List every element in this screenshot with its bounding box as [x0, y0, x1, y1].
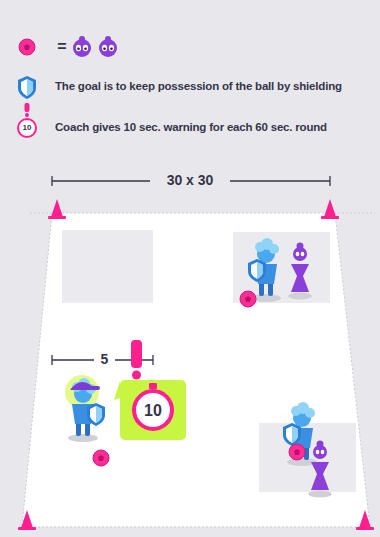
legend-text: Coach gives 10 sec. warning for each 60 … [55, 121, 373, 134]
ball [240, 291, 256, 307]
shield-icon [18, 76, 36, 99]
dimension-label: 5 [101, 352, 109, 367]
field-line [22, 527, 370, 528]
timer-number: 10 [23, 124, 32, 133]
shield-icon [248, 259, 266, 282]
stopwatch-callout [114, 340, 186, 440]
purple-player [288, 243, 312, 300]
cone [48, 199, 66, 219]
equals-sign: = [57, 38, 66, 56]
grid-square [62, 230, 153, 303]
field-line [22, 213, 52, 527]
timer-number: 10 [144, 402, 162, 420]
purple-player [308, 441, 332, 498]
ball [93, 450, 109, 466]
field [22, 213, 370, 527]
stopwatch-icon [18, 103, 36, 137]
legend-text: The goal is to keep possession of the ba… [55, 80, 373, 93]
cone [18, 510, 36, 530]
dimension-label: 30 x 30 [167, 173, 214, 188]
cone [356, 510, 374, 530]
shield-icon [87, 403, 105, 426]
player-icon [73, 36, 91, 57]
field-line [30, 213, 375, 214]
shield-icon [283, 423, 301, 446]
cone [321, 199, 339, 219]
ball [289, 444, 305, 460]
player-icon [99, 36, 117, 57]
ball-icon [19, 39, 35, 55]
